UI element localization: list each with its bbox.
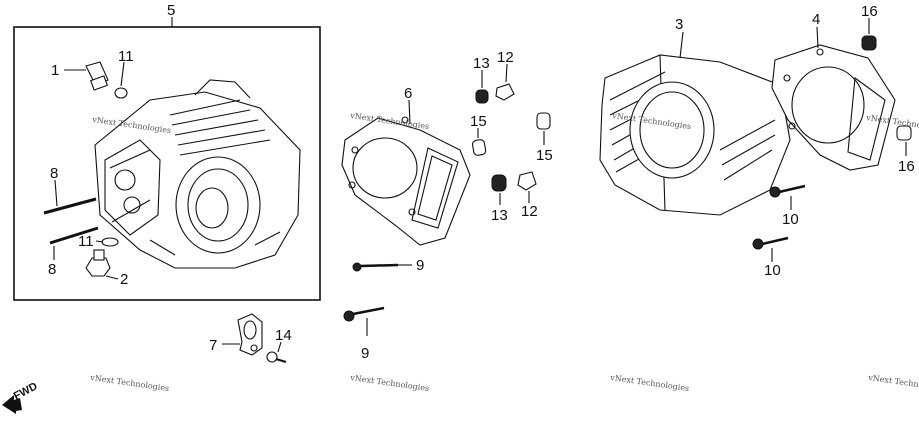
part-10-bolt-upper [769, 184, 806, 210]
part-9-bolt-lower [343, 306, 385, 336]
part-3-cylinder [599, 31, 791, 216]
part-8-stud-lower [49, 226, 99, 260]
part-16-dowel-top [861, 18, 877, 51]
label-12-upper: 12 [497, 49, 514, 66]
label-15-right: 15 [536, 147, 553, 164]
part-13-seal-upper [475, 70, 489, 104]
label-15-left: 15 [470, 113, 487, 130]
part-1-oil-bolt [64, 61, 109, 91]
forward-arrow: FWD [2, 380, 40, 414]
part-7-bracket [222, 313, 263, 356]
watermark-5: vNext Technologies [89, 373, 170, 393]
part-8-stud-upper [43, 179, 97, 215]
part-11-o-ring-lower [95, 237, 119, 247]
label-9-lower: 9 [361, 345, 369, 362]
label-12-lower: 12 [521, 203, 538, 220]
label-13-lower: 13 [491, 207, 508, 224]
label-10-upper: 10 [782, 211, 799, 228]
label-13-upper: 13 [473, 55, 490, 72]
watermark-6: vNext Technologies [349, 373, 430, 393]
label-9-upper: 9 [416, 257, 424, 274]
part-12-nut-upper [495, 63, 515, 101]
label-11-lower: 11 [78, 233, 94, 250]
part-6-cylinder-head-gasket [341, 99, 471, 246]
part-12-nut-lower [517, 171, 537, 203]
label-10-lower: 10 [764, 262, 781, 279]
part-9-bolt-upper [352, 262, 412, 272]
label-5: 5 [167, 2, 175, 19]
label-4: 4 [812, 11, 820, 28]
part-15-dowel-right [536, 112, 551, 145]
label-2: 2 [120, 271, 128, 288]
part-16-dowel-right [896, 125, 912, 156]
label-6: 6 [404, 85, 412, 102]
part-15-dowel-left [471, 128, 487, 156]
cylinder-head [94, 79, 301, 269]
watermark-7: vNext Technologies [609, 373, 690, 393]
assembly-box-5 [13, 26, 321, 301]
part-10-bolt-lower [752, 236, 789, 262]
part-2-bolt [85, 249, 119, 280]
label-16-top: 16 [861, 3, 878, 20]
label-8-lower: 8 [48, 261, 56, 278]
watermark-8: vNext Technologies [867, 373, 919, 393]
label-11-upper: 11 [118, 48, 134, 65]
label-14: 14 [275, 327, 292, 344]
forward-arrow-label: FWD [12, 380, 40, 402]
part-13-seal-lower [491, 174, 507, 205]
part-11-o-ring [114, 61, 128, 99]
label-1: 1 [51, 62, 59, 79]
label-8-upper: 8 [50, 165, 58, 182]
label-3: 3 [675, 16, 683, 33]
part-4-cylinder-base-gasket [771, 26, 896, 171]
part-14-screw [266, 341, 287, 363]
label-7: 7 [209, 337, 217, 354]
label-16-right: 16 [898, 158, 915, 175]
